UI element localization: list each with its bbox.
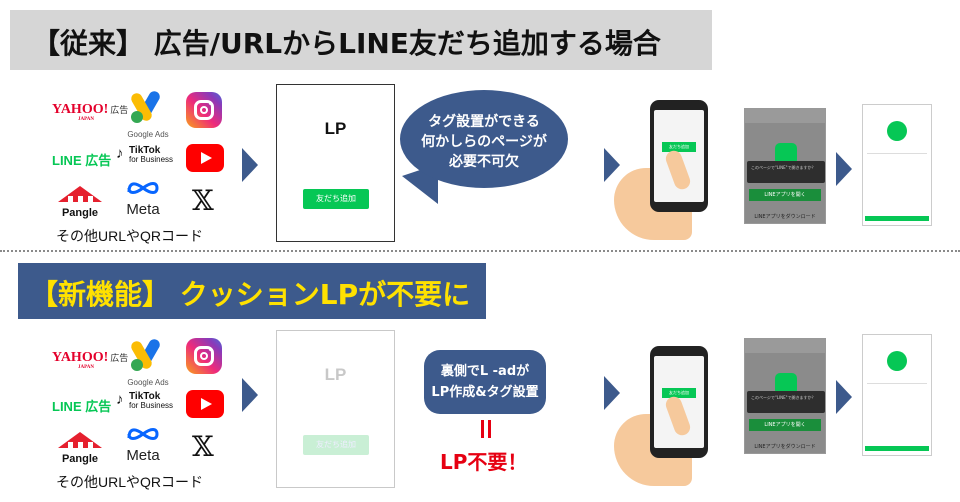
open-line-app-button[interactable]: LINEアプリを開く: [749, 419, 821, 431]
line-open-dialog-screenshot: このページで"LINE"で開きますか？ LINEアプリを開く LINEアプリをダ…: [744, 338, 826, 454]
google-ads-logo: Google Ads: [120, 90, 176, 139]
x-logo-icon: 𝕏: [192, 430, 214, 463]
flow-arrow-icon: [604, 148, 620, 182]
tiktok-business-text: for Business: [129, 155, 174, 164]
behind-scenes-box: 裏側でL -adが LP作成&タグ設置: [424, 350, 546, 414]
open-confirm-dialog: このページで"LINE"で開きますか？: [747, 161, 825, 183]
tiktok-text: TikTok: [129, 145, 161, 156]
bubble-line-1: タグ設置ができる: [428, 114, 540, 130]
bubble-line-2: 何かしらのページが: [421, 134, 547, 150]
tiktok-text: TikTok: [129, 391, 161, 402]
phone-add-friend-button[interactable]: 友だち追加: [662, 388, 696, 398]
google-ads-logo: Google Ads: [120, 338, 176, 387]
phone-add-friend-button[interactable]: 友だち追加: [662, 142, 696, 152]
line-ads-logo: LINE 広告: [52, 399, 112, 414]
yahoo-ads-suffix: 広告: [110, 354, 129, 364]
google-ads-caption: Google Ads: [127, 130, 169, 139]
pangle-icon: [58, 186, 102, 202]
tiktok-business-text: for Business: [129, 401, 174, 410]
instagram-icon: [186, 338, 222, 374]
open-line-app-button[interactable]: LINEアプリを開く: [749, 189, 821, 201]
lp-unnecessary-label: LP不要！: [440, 450, 528, 474]
new-section-banner: 【新機能】 クッションLPが不要に: [18, 263, 486, 319]
profile-avatar: [887, 351, 907, 371]
equals-sign-icon: [474, 420, 498, 438]
line-app-icon: [775, 373, 797, 395]
open-confirm-dialog: このページで"LINE"で開きますか？: [747, 391, 825, 413]
instagram-icon: [186, 92, 222, 128]
box-line-1: 裏側でL -adが: [440, 364, 530, 379]
meta-logo: Meta: [118, 426, 168, 464]
pangle-caption: Pangle: [61, 453, 99, 465]
youtube-icon: [186, 144, 224, 172]
download-line-app-link[interactable]: LINEアプリをダウンロード: [754, 214, 816, 220]
google-ads-icon: [131, 91, 160, 123]
yahoo-logo-text: YAHOO!: [52, 350, 109, 365]
flow-arrow-icon: [242, 378, 258, 412]
yahoo-ads-suffix: 広告: [110, 106, 129, 116]
speech-bubble-text: タグ設置ができる 何かしらのページが 必要不可欠: [400, 112, 568, 172]
cushion-lp-page: LP 友だち追加: [276, 84, 395, 242]
other-sources-label: その他URLやQRコード: [56, 228, 204, 244]
box-line-2: LP作成&タグ設置: [431, 385, 539, 400]
pangle-logo: Pangle: [54, 186, 106, 219]
google-ads-caption: Google Ads: [127, 378, 169, 387]
meta-caption: Meta: [126, 447, 160, 464]
add-friend-bar[interactable]: [865, 216, 929, 221]
new-section-title: 【新機能】 クッションLPが不要に: [30, 278, 471, 311]
line-friend-profile-screenshot: [862, 104, 932, 226]
youtube-icon: [186, 390, 224, 418]
old-section-banner: 【従来】 広告/URLからLINE友だち追加する場合: [10, 10, 712, 70]
flow-arrow-icon: [242, 148, 258, 182]
lp-title: LP: [324, 119, 347, 138]
meta-logo: Meta: [118, 180, 168, 218]
yahoo-japan-text: JAPAN: [78, 117, 95, 122]
line-ads-logo: LINE 広告: [52, 153, 112, 168]
yahoo-ads-logo: YAHOO!広告 JAPAN: [52, 102, 129, 122]
cushion-lp-page-faded: LP 友だち追加: [276, 330, 395, 488]
yahoo-ads-logo: YAHOO!広告 JAPAN: [52, 350, 129, 370]
tiktok-note-icon: ♪: [116, 145, 124, 162]
meta-caption: Meta: [126, 201, 160, 218]
line-app-icon: [775, 143, 797, 165]
pangle-icon: [58, 432, 102, 448]
tiktok-note-icon: ♪: [116, 391, 124, 408]
google-ads-icon: [131, 339, 160, 371]
line-friend-profile-screenshot: [862, 334, 932, 456]
other-sources-label: その他URLやQRコード: [56, 474, 204, 490]
old-section-title: 【従来】 広告/URLからLINE友だち追加する場合: [32, 27, 661, 60]
profile-avatar: [887, 121, 907, 141]
lp-title: LP: [324, 365, 347, 384]
pangle-caption: Pangle: [61, 207, 99, 219]
speech-bubble: [400, 90, 568, 188]
pangle-logo: Pangle: [54, 432, 106, 465]
flow-arrow-icon: [836, 380, 852, 414]
section-divider: [0, 250, 960, 252]
download-line-app-link[interactable]: LINEアプリをダウンロード: [754, 444, 816, 450]
lp-add-friend-button: 友だち追加: [303, 435, 369, 455]
lp-add-friend-button[interactable]: 友だち追加: [303, 189, 369, 209]
meta-infinity-icon: [127, 182, 159, 194]
x-logo-icon: 𝕏: [192, 184, 214, 217]
flow-arrow-icon: [604, 376, 620, 410]
add-friend-bar[interactable]: [865, 446, 929, 451]
yahoo-japan-text: JAPAN: [78, 365, 95, 370]
bubble-line-3: 必要不可欠: [449, 154, 519, 170]
meta-infinity-icon: [127, 428, 159, 440]
flow-arrow-icon: [836, 152, 852, 186]
yahoo-logo-text: YAHOO!: [52, 102, 109, 117]
line-open-dialog-screenshot: このページで"LINE"で開きますか？ LINEアプリを開く LINEアプリをダ…: [744, 108, 826, 224]
